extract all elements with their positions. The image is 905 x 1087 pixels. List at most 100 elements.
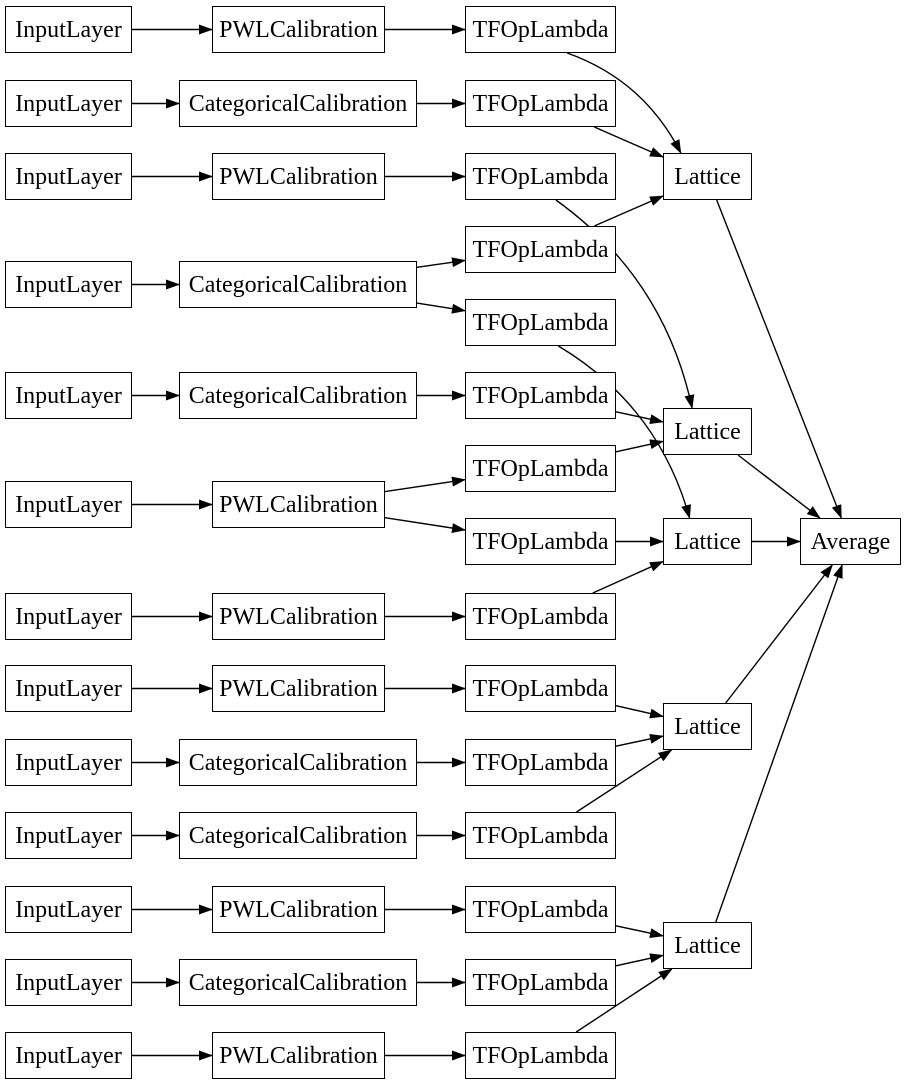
input-layer-node-in4: InputLayer	[5, 261, 132, 308]
pwl-calibration-label: PWLCalibration	[219, 1042, 378, 1069]
lattice-node-lat1: Lattice	[663, 153, 752, 200]
lattice-label: Lattice	[674, 163, 741, 190]
input-layer-label: InputLayer	[15, 90, 122, 117]
tf-op-lambda-label: TFOpLambda	[472, 309, 609, 336]
tf-op-lambda-label: TFOpLambda	[472, 749, 609, 776]
edge-tf4-lat1	[594, 195, 664, 227]
lattice-node-lat3: Lattice	[663, 518, 752, 565]
lattice-node-lat2: Lattice	[663, 408, 752, 455]
tf-op-lambda-node-tf15: TFOpLambda	[465, 1032, 616, 1079]
categorical-calibration-node-cal12: CategoricalCalibration	[179, 959, 417, 1006]
edge-cal6-tf8	[384, 517, 466, 533]
edge-tf13-lat5	[615, 925, 664, 939]
input-layer-node-in3: InputLayer	[5, 153, 132, 200]
tf-op-lambda-node-tf9: TFOpLambda	[465, 593, 616, 640]
average-label: Average	[810, 528, 891, 555]
tf-op-lambda-label: TFOpLambda	[472, 969, 609, 996]
categorical-calibration-label: CategoricalCalibration	[188, 822, 408, 849]
pwl-calibration-node-cal7: PWLCalibration	[212, 593, 385, 640]
input-layer-label: InputLayer	[15, 382, 122, 409]
tf-op-lambda-node-tf14: TFOpLambda	[465, 959, 616, 1006]
edge-tf9-lat3	[592, 560, 664, 594]
edge-tf3-lat2	[555, 199, 695, 409]
edge-tf2-lat1	[594, 126, 664, 158]
input-layer-node-in13: InputLayer	[5, 1032, 132, 1079]
tf-op-lambda-label: TFOpLambda	[472, 528, 609, 555]
edge-cal6-tf7	[384, 476, 466, 493]
tf-op-lambda-label: TFOpLambda	[472, 16, 609, 43]
input-layer-node-in2: InputLayer	[5, 80, 132, 127]
tf-op-lambda-node-tf3: TFOpLambda	[465, 153, 616, 200]
input-layer-label: InputLayer	[15, 749, 122, 776]
categorical-calibration-node-cal4: CategoricalCalibration	[179, 261, 417, 308]
tf-op-lambda-node-tf10: TFOpLambda	[465, 665, 616, 712]
tf-op-lambda-label: TFOpLambda	[472, 90, 609, 117]
edge-tf11-lat4	[615, 733, 664, 747]
edge-tf14-lat5	[615, 953, 664, 967]
edge-tf15-lat5	[575, 968, 673, 1033]
pwl-calibration-label: PWLCalibration	[219, 603, 378, 630]
tf-op-lambda-node-tf2: TFOpLambda	[465, 80, 616, 127]
categorical-calibration-label: CategoricalCalibration	[188, 90, 408, 117]
input-layer-node-in11: InputLayer	[5, 886, 132, 933]
pwl-calibration-label: PWLCalibration	[219, 491, 378, 518]
tf-op-lambda-label: TFOpLambda	[472, 382, 609, 409]
average-node-avg: Average	[800, 518, 901, 565]
input-layer-label: InputLayer	[15, 1042, 122, 1069]
tf-op-lambda-node-tf11: TFOpLambda	[465, 739, 616, 786]
tf-op-lambda-node-tf1: TFOpLambda	[465, 6, 616, 53]
tf-op-lambda-node-tf7: TFOpLambda	[465, 445, 616, 492]
edge-tf10-lat4	[615, 705, 664, 719]
categorical-calibration-label: CategoricalCalibration	[188, 969, 408, 996]
edge-tf12-lat4	[576, 749, 673, 813]
input-layer-node-in6: InputLayer	[5, 481, 132, 528]
lattice-node-lat4: Lattice	[663, 703, 752, 750]
input-layer-node-in1: InputLayer	[5, 6, 132, 53]
input-layer-label: InputLayer	[15, 271, 122, 298]
categorical-calibration-label: CategoricalCalibration	[188, 749, 408, 776]
tf-op-lambda-node-tf6: TFOpLambda	[465, 372, 616, 419]
edge-lat4-avg	[725, 564, 833, 704]
pwl-calibration-node-cal1: PWLCalibration	[212, 6, 385, 53]
tf-op-lambda-label: TFOpLambda	[472, 236, 609, 263]
lattice-label: Lattice	[674, 418, 741, 445]
input-layer-label: InputLayer	[15, 969, 122, 996]
input-layer-node-in12: InputLayer	[5, 959, 132, 1006]
edge-tf1-lat1	[566, 52, 682, 154]
pwl-calibration-label: PWLCalibration	[219, 16, 378, 43]
input-layer-label: InputLayer	[15, 163, 122, 190]
categorical-calibration-label: CategoricalCalibration	[188, 271, 408, 298]
categorical-calibration-node-cal10: CategoricalCalibration	[179, 812, 417, 859]
edge-cal4-tf5	[416, 302, 466, 314]
input-layer-node-in8: InputLayer	[5, 665, 132, 712]
pwl-calibration-label: PWLCalibration	[219, 896, 378, 923]
edge-cal4-tf4	[416, 257, 466, 268]
lattice-label: Lattice	[674, 932, 741, 959]
tf-op-lambda-node-tf4: TFOpLambda	[465, 226, 616, 273]
input-layer-node-in5: InputLayer	[5, 372, 132, 419]
input-layer-label: InputLayer	[15, 603, 122, 630]
pwl-calibration-label: PWLCalibration	[219, 675, 378, 702]
tf-op-lambda-node-tf13: TFOpLambda	[465, 886, 616, 933]
edge-tf5-lat3	[558, 345, 691, 519]
tf-op-lambda-node-tf12: TFOpLambda	[465, 812, 616, 859]
input-layer-label: InputLayer	[15, 822, 122, 849]
edge-lat1-avg	[716, 199, 842, 519]
edge-lat2-avg	[737, 454, 821, 519]
pwl-calibration-node-cal13: PWLCalibration	[212, 1032, 385, 1079]
input-layer-node-in10: InputLayer	[5, 812, 132, 859]
pwl-calibration-node-cal6: PWLCalibration	[212, 481, 385, 528]
input-layer-node-in7: InputLayer	[5, 593, 132, 640]
lattice-label: Lattice	[674, 528, 741, 555]
pwl-calibration-node-cal11: PWLCalibration	[212, 886, 385, 933]
categorical-calibration-node-cal9: CategoricalCalibration	[179, 739, 417, 786]
tf-op-lambda-label: TFOpLambda	[472, 822, 609, 849]
lattice-label: Lattice	[674, 713, 741, 740]
input-layer-label: InputLayer	[15, 896, 122, 923]
pwl-calibration-node-cal3: PWLCalibration	[212, 153, 385, 200]
input-layer-label: InputLayer	[15, 491, 122, 518]
categorical-calibration-label: CategoricalCalibration	[188, 382, 408, 409]
tf-op-lambda-node-tf5: TFOpLambda	[465, 299, 616, 346]
